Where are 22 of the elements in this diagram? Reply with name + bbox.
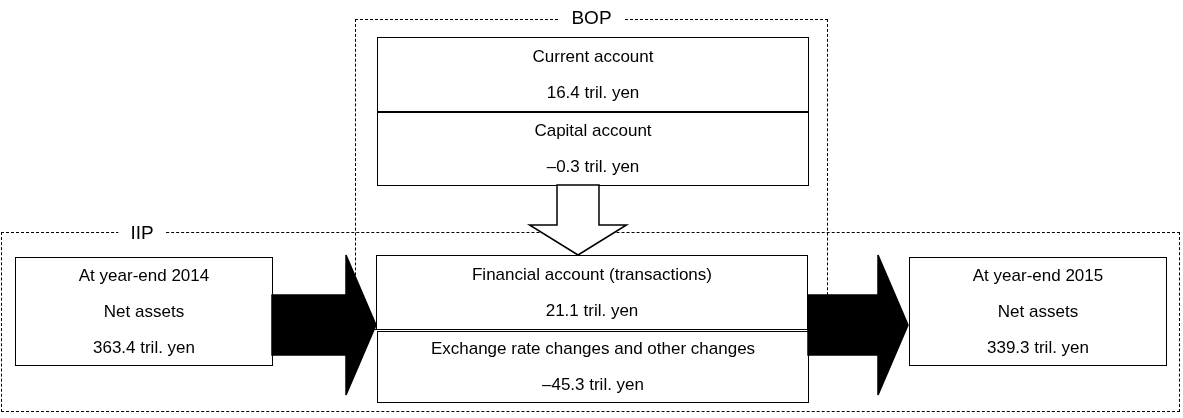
value-box xyxy=(377,112,809,186)
box-text: Current account xyxy=(532,45,654,68)
box-text: Net assets xyxy=(997,300,1079,323)
box-text: Net assets xyxy=(103,300,185,323)
block-arrow xyxy=(807,254,909,396)
value-box xyxy=(377,331,809,403)
box-text: –0.3 tril. yen xyxy=(546,156,640,178)
box-text: At year-end 2014 xyxy=(78,264,210,287)
box-text: Capital account xyxy=(534,120,652,142)
box-text: Financial account (transactions) xyxy=(472,263,712,286)
hollow-block-arrow xyxy=(526,184,630,256)
box-text: 16.4 tril. yen xyxy=(546,81,640,104)
value-box xyxy=(15,257,273,366)
block-arrow xyxy=(271,254,377,396)
box-text: 363.4 tril. yen xyxy=(92,336,196,359)
box-text: 21.1 tril. yen xyxy=(545,299,639,322)
box-text: Exchange rate changes and other changes xyxy=(430,338,756,360)
value-box xyxy=(377,37,809,112)
box-text: 339.3 tril. yen xyxy=(986,336,1090,359)
box-text: At year-end 2015 xyxy=(972,264,1104,287)
box-text: –45.3 tril. yen xyxy=(541,374,645,396)
value-box xyxy=(909,257,1167,366)
